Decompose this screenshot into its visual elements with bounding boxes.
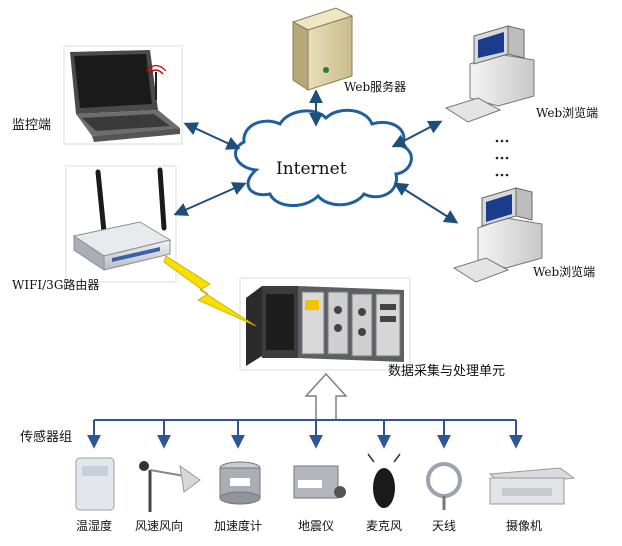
accelerometer-icon	[219, 461, 261, 505]
router-icon	[65, 165, 177, 283]
data-flow-arrow	[304, 372, 348, 421]
sensor-label: 摄像机	[506, 519, 543, 533]
laptop-icon	[63, 45, 183, 145]
network-links	[173, 89, 459, 224]
sensor-label: 加速度计	[214, 519, 263, 533]
seismometer-icon	[293, 465, 346, 499]
sensor-label: 风速风向	[135, 519, 184, 533]
router-label: WIFI/3G路由器	[12, 278, 100, 292]
sensor-bus	[87, 419, 523, 449]
camera-icon	[488, 467, 576, 505]
web-browser-label-2: Web浏览端	[533, 265, 596, 279]
desktop-pc-icon	[452, 187, 543, 283]
sensor-label: 天线	[432, 519, 457, 533]
daq-chassis-icon	[239, 277, 411, 371]
temperature-humidity-sensor-icon	[75, 457, 115, 511]
wireless-link-icon	[163, 255, 257, 327]
web-browser-label-1: Web浏览端	[536, 106, 599, 120]
internet-cloud-icon	[234, 108, 413, 207]
sensor-label: 地震仪	[298, 519, 335, 533]
sensor-label: 温湿度	[76, 519, 113, 533]
server-icon	[291, 7, 354, 91]
microphone-icon	[367, 453, 401, 508]
anemometer-icon	[139, 461, 201, 512]
web-server-label: Web服务器	[344, 80, 407, 94]
monitor-label: 监控端	[12, 118, 52, 133]
desktop-pc-icon	[444, 25, 535, 123]
daq-unit-label: 数据采集与处理单元	[388, 364, 506, 379]
internet-label: Internet	[276, 159, 347, 179]
antenna-icon	[426, 462, 462, 510]
ellipsis-dots	[495, 139, 509, 177]
sensor-label: 麦克风	[366, 519, 403, 533]
sensor-group-label: 传感器组	[20, 430, 73, 445]
